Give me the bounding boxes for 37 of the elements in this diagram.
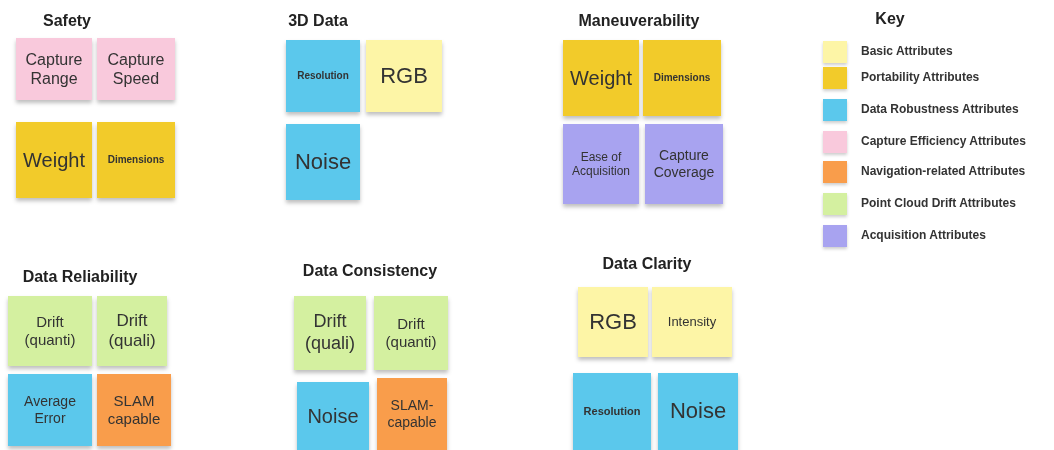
sticky-note: Weight (563, 40, 639, 116)
sticky-note: Resolution (286, 40, 360, 112)
sticky-note: Dimensions (97, 122, 175, 198)
sticky-note: Intensity (652, 287, 732, 357)
legend-label: Navigation-related Attributes (861, 164, 1026, 178)
sticky-note: Drift (quanti) (374, 296, 448, 370)
legend-label: Portability Attributes (861, 70, 980, 84)
sticky-note: Drift (quali) (294, 296, 366, 370)
group-heading: Data Consistency (302, 262, 438, 280)
sticky-note: Ease of Acquisition (563, 124, 639, 204)
sticky-note: Dimensions (643, 40, 721, 116)
sticky-note: SLAM- capable (377, 378, 447, 450)
group-heading: Key (875, 10, 905, 28)
group-heading: Data Clarity (602, 255, 692, 273)
sticky-note: Capture Range (16, 38, 92, 100)
sticky-note: RGB (366, 40, 442, 112)
sticky-note: Capture Speed (97, 38, 175, 100)
legend-label: Data Robustness Attributes (861, 102, 1019, 116)
legend-label: Capture Efficiency Attributes (861, 134, 1026, 148)
legend-label: Acquisition Attributes (861, 228, 986, 242)
sticky-note: Noise (658, 373, 738, 450)
group-heading: Safety (43, 12, 91, 30)
sticky-note: Noise (286, 124, 360, 200)
sticky-note: Drift (quali) (97, 296, 167, 366)
sticky-note: Weight (16, 122, 92, 198)
group-heading: Maneuverability (578, 12, 700, 30)
sticky-note: RGB (578, 287, 648, 357)
sticky-note: Drift (quanti) (8, 296, 92, 366)
group-heading: Data Reliability (22, 268, 138, 286)
legend-label: Basic Attributes (861, 44, 953, 58)
sticky-note: Resolution (573, 373, 651, 450)
sticky-note: Capture Coverage (645, 124, 723, 204)
sticky-note: SLAM capable (97, 374, 171, 446)
group-heading: 3D Data (288, 12, 348, 30)
sticky-note: Average Error (8, 374, 92, 446)
sticky-note: Noise (297, 382, 369, 450)
legend-label: Point Cloud Drift Attributes (861, 196, 1016, 210)
